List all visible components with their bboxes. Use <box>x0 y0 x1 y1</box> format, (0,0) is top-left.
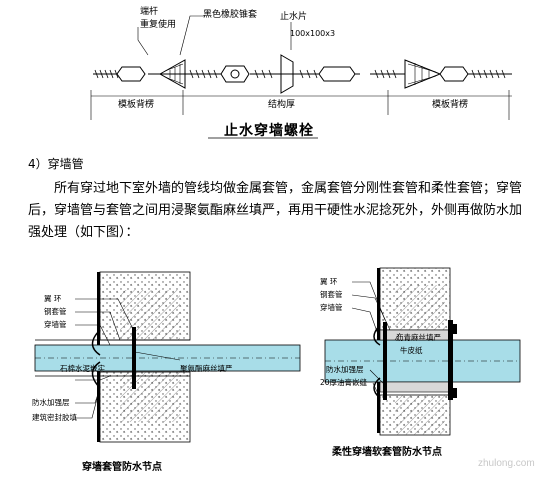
left-asbestos-label: 石棉水泥嵌实 <box>60 364 105 373</box>
bolt-assembly <box>90 15 512 139</box>
left-detail-caption: 穿墙套管防水节点 <box>82 462 162 473</box>
right-putty-label: 20厚油膏嵌缝 <box>320 378 368 387</box>
water-stop-size-label: 100x100x3 <box>290 29 336 38</box>
left-pipe-label: 穿墙管 <box>44 320 67 329</box>
dim-left-label: 模板背楞 <box>118 100 155 110</box>
end-rod-label: 端杆 <box>140 7 159 17</box>
dim-right-label: 模板背楞 <box>432 100 469 110</box>
right-detail-drawing <box>324 267 521 436</box>
section-heading: 4）穿墙管 <box>28 157 84 171</box>
right-pipe-label: 穿墙管 <box>320 303 343 312</box>
right-asphalt-hemp-label: 沥青麻丝填严 <box>396 333 441 342</box>
right-steel-sleeve-label: 钢套管 <box>320 290 343 299</box>
right-waterproof-label: 防水加强层 <box>326 365 364 374</box>
right-detail-caption: 柔性穿墙软套管防水节点 <box>332 447 442 458</box>
left-pu-hemp-label: 聚氨酯麻丝填严 <box>180 364 233 373</box>
water-stop-label: 止水片 <box>280 12 308 22</box>
right-kraft-paper-label: 牛皮纸 <box>400 346 423 355</box>
reusable-label: 重复使用 <box>140 20 177 30</box>
bolt-figure-title: 止水穿墙螺栓 <box>224 123 314 139</box>
rubber-sleeve-label: 黑色橡胶锥套 <box>203 10 258 20</box>
watermark: zhulong.com <box>478 458 535 469</box>
left-detail-drawing <box>34 271 301 443</box>
left-sealant-label: 建筑密封胶填 <box>32 413 77 422</box>
dim-middle-label: 结构厚 <box>268 100 296 110</box>
right-flange-label: 翼 环 <box>320 277 338 286</box>
left-flange-label: 翼 环 <box>44 294 62 303</box>
left-steel-sleeve-label: 钢套管 <box>44 307 67 316</box>
left-waterproof-label: 防水加强层 <box>32 398 70 407</box>
section-paragraph: 所有穿过地下室外墙的管线均做金属套管，金属套管分刚性套管和柔性套管；穿管后，穿墙… <box>28 181 523 240</box>
